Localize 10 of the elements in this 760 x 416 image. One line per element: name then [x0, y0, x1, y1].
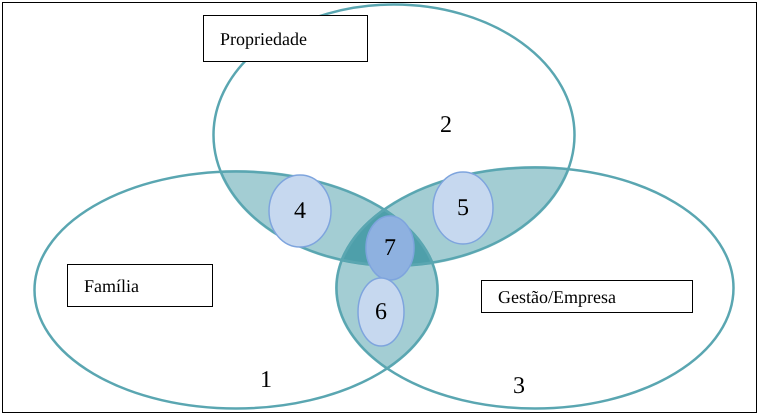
region-number: 5 — [457, 196, 469, 220]
region-number: 7 — [384, 236, 396, 260]
region-number: 3 — [513, 374, 525, 398]
set-label: Família — [67, 264, 213, 307]
set-label: Propriedade — [203, 15, 368, 62]
region-number: 1 — [260, 368, 272, 392]
region-number: 4 — [294, 199, 306, 223]
set-label: Gestão/Empresa — [481, 280, 693, 313]
region-number: 2 — [440, 113, 452, 137]
region-number: 6 — [375, 300, 387, 324]
